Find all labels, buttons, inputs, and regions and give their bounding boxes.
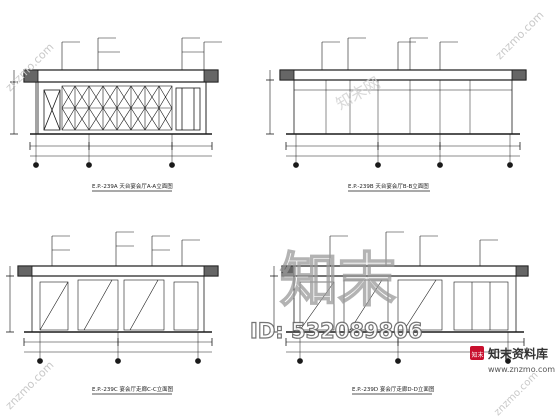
- elevation-top-right: [266, 37, 527, 168]
- watermark-id-text: ID: 532089806: [250, 319, 422, 343]
- brand-url: www.znzmo.com: [488, 365, 555, 374]
- brand-name: 知末资料库: [487, 346, 548, 361]
- brand-logo-glyph: 知末: [472, 351, 484, 359]
- elevation-bottom-right: [270, 231, 529, 364]
- watermark-diagonal-top-left: znzmo.com: [3, 41, 57, 95]
- watermark-diagonal-bottom-left: znzmo.com: [3, 359, 57, 413]
- panel-title-tr: E.P.-239B 天台宴会厅B-B立面图: [348, 182, 429, 190]
- elevation-top-left: [10, 37, 222, 168]
- elevation-bottom-left: [6, 231, 219, 364]
- panel-title-tl: E.P.-239A 天台宴会厅A-A立面图: [92, 182, 173, 190]
- panel-title-br: E.P.-239D 宴会厅走廊D-D立面图: [352, 385, 435, 393]
- watermark-center-text: 知末网: [333, 73, 384, 113]
- brand-badge: 知末 知末资料库 www.znzmo.com: [470, 346, 555, 374]
- watermark-big-logo: 知末: [280, 246, 396, 314]
- panel-title-bl: E.P.-239C 宴会厅走廊C-C立面图: [92, 385, 174, 393]
- watermark-diagonal-top-right: znzmo.com: [493, 9, 547, 63]
- watermark-diagonal-bottom-right: znzmo.com: [492, 370, 540, 418]
